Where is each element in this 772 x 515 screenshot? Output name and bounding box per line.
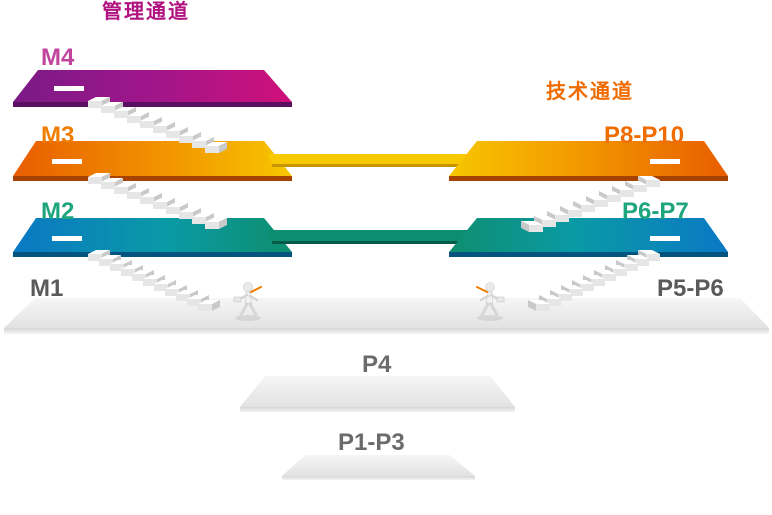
platform-p6-p7 <box>449 218 728 257</box>
bridge-m3-p8-p10 <box>268 154 473 167</box>
management-track-title: 管理通道 <box>102 1 190 23</box>
platform-p1-p3 <box>282 455 475 480</box>
platform-m1-p5-p6 <box>4 298 769 334</box>
platform-p8-p10 <box>449 141 728 181</box>
level-label-m4: M4 <box>41 44 75 71</box>
walking-person-icon <box>233 282 262 321</box>
level-label-m2: M2 <box>41 198 75 225</box>
level-label-m1: M1 <box>30 275 64 302</box>
walking-person-icon <box>476 282 505 321</box>
technical-track-title: 技术通道 <box>546 81 634 103</box>
level-label-p5-p6: P5-P6 <box>657 275 724 302</box>
level-label-p8-p10: P8-P10 <box>604 122 685 149</box>
platform-p4 <box>240 376 515 412</box>
level-label-p6-p7: P6-P7 <box>622 198 689 225</box>
platform-m4 <box>13 70 292 107</box>
bridge-m2-p6-p7 <box>268 230 473 244</box>
level-label-p1-p3: P1-P3 <box>338 429 405 456</box>
level-label-m3: M3 <box>41 122 75 149</box>
level-label-p4: P4 <box>362 351 392 378</box>
